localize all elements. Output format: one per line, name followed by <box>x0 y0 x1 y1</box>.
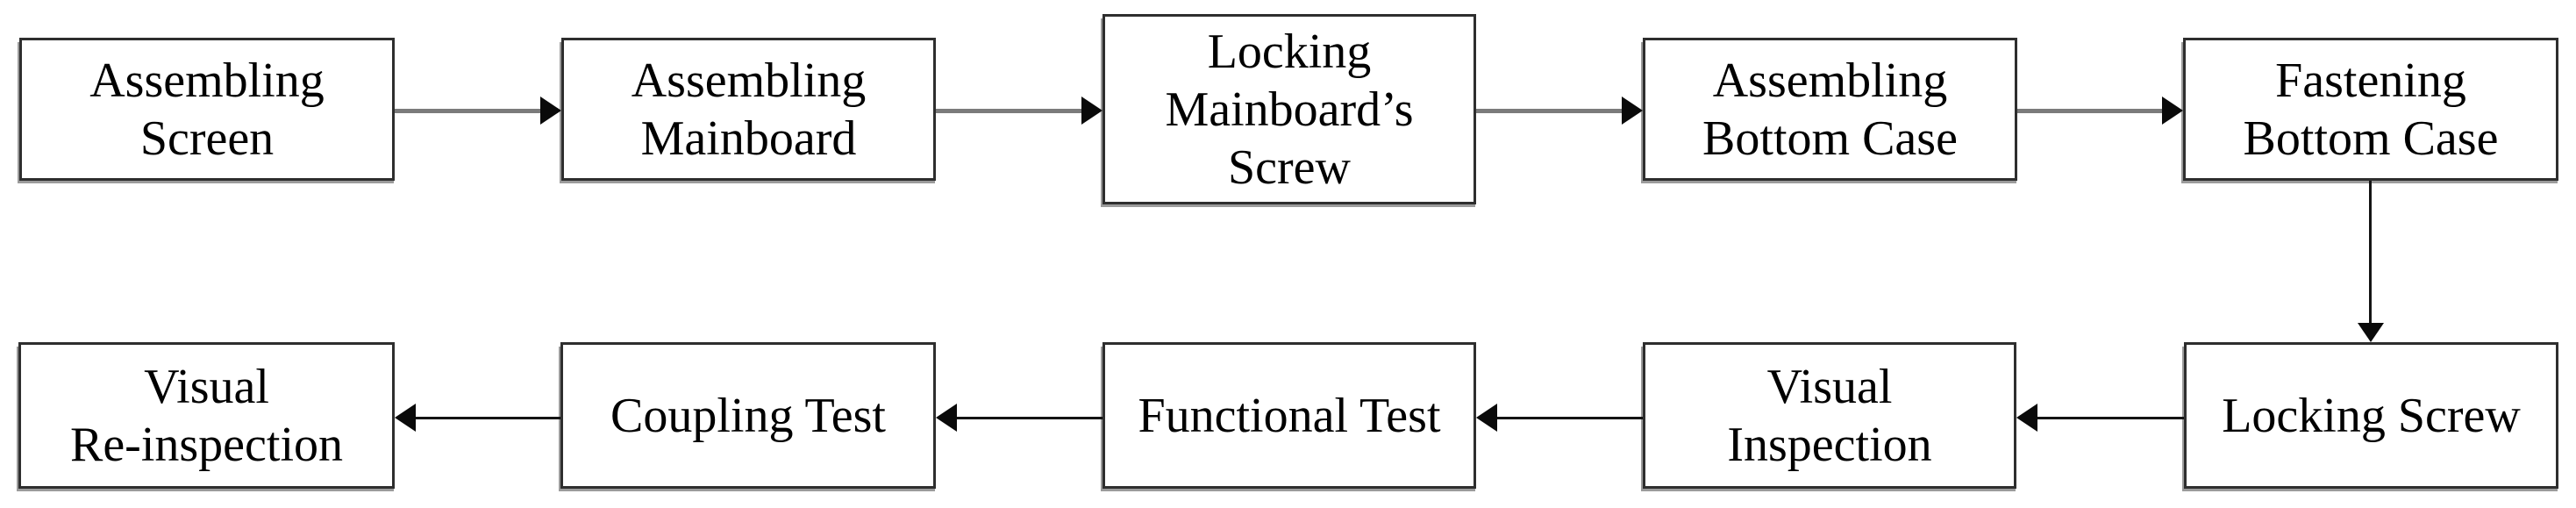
node-label-line: Bottom Case <box>1702 111 1958 166</box>
arrowhead-left-icon <box>395 404 416 432</box>
arrow-line <box>395 109 542 113</box>
node-assembling-screen: Assembling Screen <box>19 38 395 181</box>
arrow-line <box>936 109 1083 113</box>
node-label-line: Re-inspection <box>69 417 344 472</box>
arrow-line <box>2035 417 2184 419</box>
node-label-line: Mainboard <box>640 111 857 166</box>
node-fastening-bottom-case: Fastening Bottom Case <box>2183 38 2558 181</box>
node-label-line: Visual <box>1766 359 1893 414</box>
node-label-line: Assembling <box>1712 53 1948 108</box>
node-visual-inspection: Visual Inspection <box>1643 342 2016 489</box>
arrow-line <box>1495 417 1643 419</box>
arrowhead-left-icon <box>936 404 957 432</box>
node-visual-re-inspection: Visual Re-inspection <box>18 342 395 489</box>
node-label-line: Locking <box>1207 24 1372 79</box>
arrow-line <box>413 417 560 419</box>
node-locking-mainboards-screw: Locking Mainboard’s Screw <box>1102 14 1476 204</box>
arrowhead-left-icon <box>1476 404 1497 432</box>
arrowhead-right-icon <box>1081 97 1102 125</box>
arrowhead-right-icon <box>2162 97 2183 125</box>
node-label-line: Inspection <box>1727 417 1932 472</box>
arrow-line <box>1476 109 1623 113</box>
node-label-line: Assembling <box>631 53 867 108</box>
arrow-line <box>2017 109 2164 113</box>
node-label-line: Locking Screw <box>2222 388 2521 443</box>
node-label-line: Mainboard’s <box>1165 82 1414 137</box>
arrowhead-right-icon <box>540 97 561 125</box>
arrow-line <box>2369 181 2372 325</box>
node-label-line: Functional Test <box>1138 388 1441 443</box>
node-assembling-mainboard: Assembling Mainboard <box>561 38 936 181</box>
node-functional-test: Functional Test <box>1102 342 1476 489</box>
node-locking-screw: Locking Screw <box>2184 342 2558 489</box>
node-coupling-test: Coupling Test <box>560 342 936 489</box>
node-label-line: Fastening <box>2275 53 2466 108</box>
arrowhead-right-icon <box>1622 97 1643 125</box>
node-label-line: Coupling Test <box>610 388 886 443</box>
node-label-line: Visual <box>144 359 269 414</box>
node-label-line: Assembling <box>89 53 325 108</box>
arrowhead-down-icon <box>2358 323 2384 342</box>
arrowhead-left-icon <box>2016 404 2037 432</box>
node-assembling-bottom-case: Assembling Bottom Case <box>1643 38 2017 181</box>
arrow-line <box>954 417 1102 419</box>
node-label-line: Screw <box>1228 140 1351 195</box>
node-label-line: Screen <box>139 111 275 166</box>
node-label-line: Bottom Case <box>2243 111 2499 166</box>
